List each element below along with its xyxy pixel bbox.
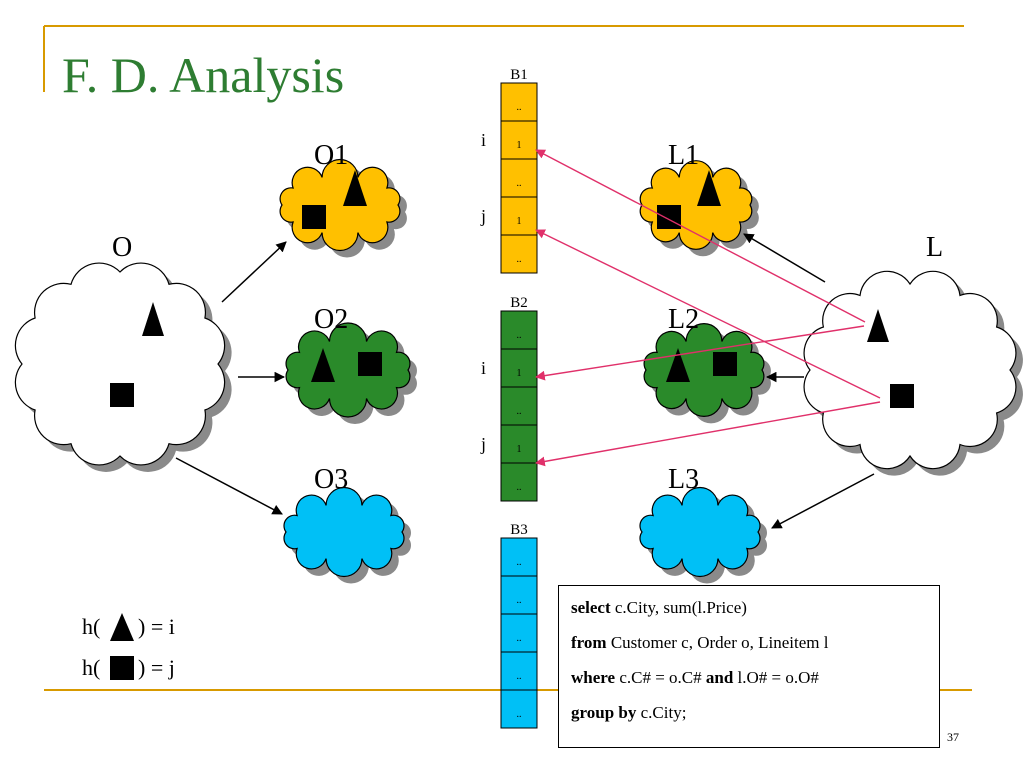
bucket-b2-cell <box>500 348 538 388</box>
triangle-in-o1 <box>343 170 367 206</box>
bucket-b2-cell-value: 1 <box>517 368 522 379</box>
bucket-b3-cell <box>500 537 538 577</box>
bucket-label-b3: B3 <box>510 522 528 538</box>
bucket-label-b2: B2 <box>510 295 528 311</box>
bucket-b2-cell <box>500 462 538 502</box>
sql-where-line: where c.C# = o.C# and l.O# = o.O# <box>571 668 819 687</box>
arrow-o-to-o1 <box>221 241 287 303</box>
triangle-in-o <box>142 302 164 336</box>
hash-triangle-open: h( <box>82 614 100 639</box>
square-in-l2 <box>713 352 737 376</box>
bucket-b1-cell <box>500 158 538 198</box>
bucket-b2-cell-value: 1 <box>517 444 522 455</box>
sql-from-line: from Customer c, Order o, Lineitem l <box>571 633 829 652</box>
bucket-b1-cell-value: .. <box>517 254 522 265</box>
hash-triangle-result: ) = i <box>138 614 175 639</box>
bucket-b3-cell <box>500 575 538 615</box>
bucket-b2-cell-value: .. <box>517 330 522 341</box>
cloud-label-o3: O3 <box>314 464 348 495</box>
bucket-b2-row-label: j <box>480 434 486 454</box>
bucket-b3-cell <box>500 689 538 729</box>
bucket-b1-cell <box>500 82 538 122</box>
cloud-label-l2: L2 <box>668 304 699 335</box>
square-in-l <box>890 384 914 408</box>
sql-query-box: select c.City, sum(l.Price) from Custome… <box>558 585 940 748</box>
bucket-b1-cell <box>500 234 538 274</box>
sql-group-line: group by c.City; <box>571 703 687 722</box>
cloud-label-o1: O1 <box>314 140 348 171</box>
bucket-b3-cell-value: .. <box>517 595 522 606</box>
cloud-l2 <box>643 323 765 417</box>
triangle-in-l <box>867 309 889 342</box>
cloud-l3 <box>639 486 761 578</box>
hash-square-icon <box>110 656 134 680</box>
bucket-b2-cell-value: .. <box>517 482 522 493</box>
square-in-l1 <box>657 205 681 229</box>
sql-select-line: select c.City, sum(l.Price) <box>571 598 747 617</box>
bucket-b3-cell-value: .. <box>517 671 522 682</box>
cloud-label-o: O <box>112 232 132 263</box>
bucket-b1-row-label: i <box>481 130 486 150</box>
bucket-b1-cell <box>500 120 538 160</box>
cloud-label-l3: L3 <box>668 464 699 495</box>
bucket-b1-cell-value: 1 <box>517 140 522 151</box>
bucket-b3-cell-value: .. <box>517 633 522 644</box>
triangle-in-o2 <box>311 348 335 382</box>
page-number: 37 <box>947 730 959 744</box>
square-in-o <box>110 383 134 407</box>
page-title: F. D. Analysis <box>62 47 344 103</box>
arrow-l-to-l1 <box>743 233 826 283</box>
pink-arrow-l-square-to-b2-j <box>535 401 881 467</box>
hash-square-result: ) = j <box>138 655 175 680</box>
cloud-label-o2: O2 <box>314 304 348 335</box>
hash-square-open: h( <box>82 655 100 680</box>
bucket-b1-cell-value: .. <box>517 102 522 113</box>
arrow-l-to-l3 <box>771 473 875 529</box>
triangle-in-l1 <box>697 170 721 206</box>
bucket-b1-cell-value: .. <box>517 178 522 189</box>
bucket-b2-cell-value: .. <box>517 406 522 417</box>
cloud-label-l: L <box>926 232 943 263</box>
cloud-o1 <box>279 158 401 252</box>
hash-triangle-icon <box>110 613 134 641</box>
bucket-label-b1: B1 <box>510 67 528 83</box>
pink-arrow-l-square-to-b1-j <box>535 229 881 399</box>
cloud-o3 <box>283 486 405 578</box>
bucket-b3-cell-value: .. <box>517 557 522 568</box>
cloud-label-l1: L1 <box>668 140 699 171</box>
bucket-b2-row-label: i <box>481 358 486 378</box>
triangle-in-l2 <box>666 348 690 382</box>
pink-arrow-l-triangle-to-b2-i <box>535 325 865 381</box>
arrow-o-to-o3 <box>175 457 283 515</box>
cloud-o2 <box>285 322 411 418</box>
pink-arrow-l-triangle-to-b1-i <box>535 149 866 323</box>
bucket-b1-row-label: j <box>480 206 486 226</box>
bucket-b1-cell-value: 1 <box>517 216 522 227</box>
cloud-o <box>14 262 226 466</box>
square-in-o1 <box>302 205 326 229</box>
bucket-b3-cell-value: .. <box>517 709 522 720</box>
cloud-l1 <box>639 160 753 250</box>
cloud-l <box>803 270 1017 470</box>
square-in-o2 <box>358 352 382 376</box>
bucket-b1-cell <box>500 196 538 236</box>
bucket-b2-cell <box>500 386 538 426</box>
